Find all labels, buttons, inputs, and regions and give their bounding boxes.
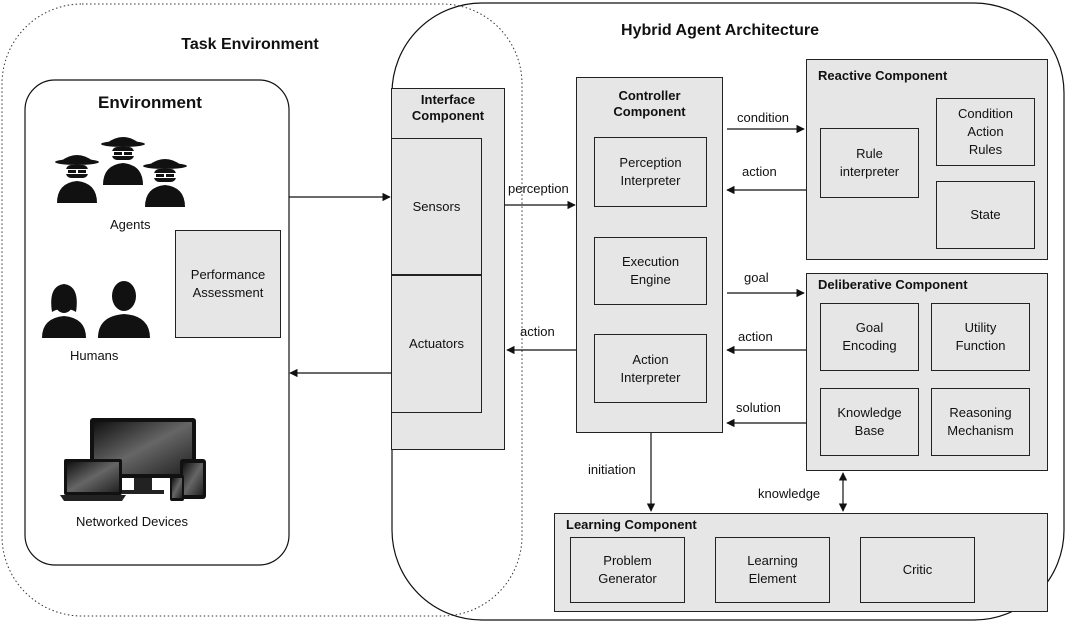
action-interpreter-box: Action Interpreter	[594, 334, 707, 403]
state-box: State	[936, 181, 1035, 249]
rule-interpreter-box: Rule interpreter	[820, 128, 919, 198]
problem-generator-box: Problem Generator	[570, 537, 685, 603]
execution-engine-box: Execution Engine	[594, 237, 707, 305]
reactive-component-title: Reactive Component	[818, 68, 948, 83]
perception-interpreter-box: Perception Interpreter	[594, 137, 707, 207]
agents-label: Agents	[110, 217, 151, 232]
condition-action-rules-box: Condition Action Rules	[936, 98, 1035, 166]
interface-component-title: Interface Component	[411, 92, 485, 123]
humans-label: Humans	[70, 348, 119, 363]
condition-edge-label: condition	[737, 110, 790, 125]
humans-icon	[42, 280, 162, 340]
utility-function-box: Utility Function	[931, 303, 1030, 371]
critic-box: Critic	[860, 537, 975, 603]
hybrid-architecture-title: Hybrid Agent Architecture	[621, 22, 819, 39]
controller-component-title: Controller Component	[613, 88, 686, 119]
sensors-box: Sensors	[391, 138, 482, 275]
task-environment-title: Task Environment	[181, 36, 319, 53]
action-from-deliberative-label: action	[738, 329, 773, 344]
environment-title: Environment	[98, 93, 202, 112]
knowledge-base-box: Knowledge Base	[820, 388, 919, 456]
action-to-actuators-label: action	[520, 324, 555, 339]
deliberative-component-title: Deliberative Component	[818, 277, 968, 292]
learning-element-box: Learning Element	[715, 537, 830, 603]
solution-edge-label: solution	[736, 400, 781, 415]
performance-assessment-box: Performance Assessment	[175, 230, 281, 338]
goal-edge-label: goal	[744, 270, 769, 285]
action-from-reactive-label: action	[742, 164, 777, 179]
goal-encoding-box: Goal Encoding	[820, 303, 919, 371]
reasoning-mechanism-box: Reasoning Mechanism	[931, 388, 1030, 456]
task-environment-region	[1, 3, 523, 617]
knowledge-edge-label: knowledge	[758, 486, 821, 501]
initiation-edge-label: initiation	[588, 462, 636, 477]
networked-devices-icon	[60, 415, 210, 505]
learning-component-title: Learning Component	[566, 517, 697, 532]
actuators-box: Actuators	[391, 275, 482, 413]
networked-devices-label: Networked Devices	[76, 514, 188, 529]
agents-icon	[45, 125, 195, 210]
perception-edge-label: perception	[508, 181, 569, 196]
